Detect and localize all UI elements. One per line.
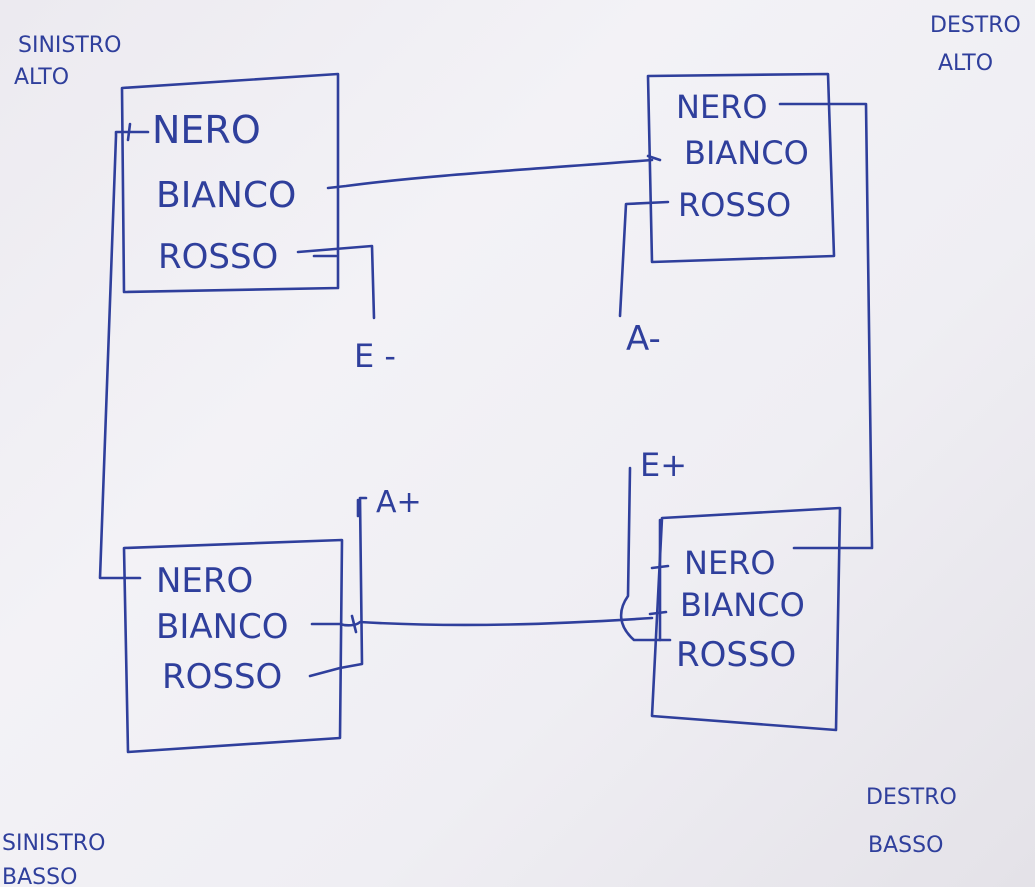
box-bottom-right bbox=[650, 506, 842, 732]
wire-rosso-bottom-right-e-plus bbox=[619, 466, 672, 642]
corner-label-bottom-right: DESTRO BASSO bbox=[866, 785, 957, 858]
box-bottom-left-wire-bianco: BIANCO bbox=[156, 607, 289, 647]
corner-label-bottom-right-line2: BASSO bbox=[868, 833, 943, 858]
terminal-e-plus: E+ bbox=[640, 446, 687, 484]
box-top-left-wire-rosso: ROSSO bbox=[158, 237, 278, 277]
wire-tick-top-right-bianco bbox=[646, 154, 662, 162]
box-bottom-right-wire-rosso: ROSSO bbox=[676, 635, 796, 675]
box-top-left-wire-nero: NERO bbox=[152, 108, 261, 152]
corner-label-bottom-left-line2: BASSO bbox=[2, 865, 77, 887]
corner-label-top-left: SINISTRO ALTO bbox=[14, 33, 121, 90]
wire-tick-bottom-right-bianco bbox=[648, 610, 668, 616]
wire-bianco-bottom bbox=[310, 616, 654, 627]
box-top-left-wire-bianco: BIANCO bbox=[156, 175, 296, 216]
corner-label-top-right-line1: DESTRO bbox=[930, 13, 1021, 38]
terminal-e-minus: E - bbox=[354, 337, 396, 375]
box-bottom-left-wire-nero: NERO bbox=[156, 561, 253, 601]
wire-rosso-top-left-e-minus bbox=[296, 244, 376, 320]
wire-nero-left-loop bbox=[98, 130, 150, 580]
wire-nero-right-loop bbox=[778, 102, 874, 550]
box-bottom-right-wire-nero: NERO bbox=[684, 544, 776, 582]
corner-label-bottom-left-line1: SINISTRO bbox=[2, 831, 105, 856]
box-bottom-left bbox=[122, 538, 344, 754]
corner-label-top-left-line1: SINISTRO bbox=[18, 33, 121, 58]
box-bottom-left-wire-rosso: ROSSO bbox=[162, 657, 282, 697]
terminal-a-minus: A- bbox=[626, 319, 661, 359]
box-top-right-wire-nero: NERO bbox=[676, 88, 768, 126]
corner-label-bottom-right-line1: DESTRO bbox=[866, 785, 957, 810]
corner-label-top-right: DESTRO ALTO bbox=[930, 13, 1021, 76]
wire-tick-bottom-right-nero bbox=[650, 564, 670, 570]
corner-label-top-left-line2: ALTO bbox=[14, 65, 69, 90]
wire-rosso-top-right-a-minus bbox=[618, 200, 670, 318]
box-top-right-wire-rosso: ROSSO bbox=[678, 186, 791, 224]
box-bottom-right-wire-bianco: BIANCO bbox=[680, 586, 805, 624]
wire-rosso-bottom-left-a-plus bbox=[308, 496, 368, 678]
box-top-right-wire-bianco: BIANCO bbox=[684, 134, 809, 172]
box-top-left bbox=[120, 72, 340, 294]
wire-bianco-top bbox=[326, 158, 654, 190]
wire-tick-bottom-left-bianco bbox=[350, 614, 358, 634]
terminal-a-plus: A+ bbox=[376, 485, 422, 520]
corner-label-top-right-line2: ALTO bbox=[938, 51, 993, 76]
corner-label-bottom-left: SINISTRO BASSO bbox=[2, 831, 105, 887]
wire-tick-top-left-nero bbox=[126, 122, 132, 142]
box-top-right bbox=[646, 72, 836, 264]
